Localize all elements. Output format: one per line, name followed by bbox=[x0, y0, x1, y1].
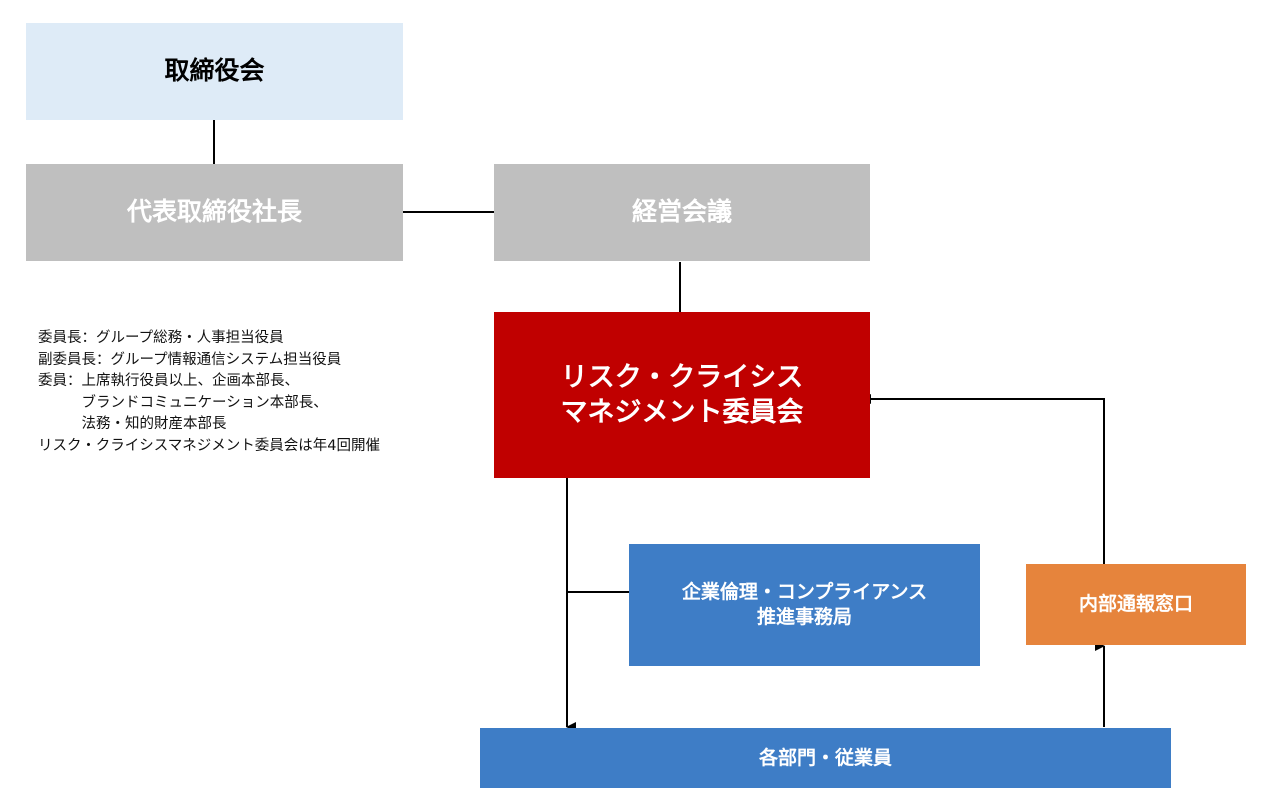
departments-box: 各部門・従業員 bbox=[480, 728, 1171, 788]
compliance-office-label-line2: 推進事務局 bbox=[756, 606, 852, 628]
risk-committee-label-line1: リスク・クライシス bbox=[560, 361, 804, 393]
president-label: 代表取締役社長 bbox=[126, 197, 302, 227]
note-line: 副委員長：グループ情報通信システム担当役員 bbox=[38, 351, 342, 368]
departments-label: 各部門・従業員 bbox=[758, 746, 892, 769]
note-line: 法務・知的財産本部長 bbox=[38, 416, 227, 432]
board-label: 取締役会 bbox=[164, 56, 265, 86]
compliance-office-label-line1: 企業倫理・コンプライアンス bbox=[681, 581, 928, 604]
risk-committee-label-line2: マネジメント委員会 bbox=[560, 397, 804, 428]
president-box: 代表取締役社長 bbox=[26, 164, 403, 261]
note-line: リスク・クライシスマネジメント委員会は年4回開催 bbox=[38, 437, 380, 454]
risk-committee-box: リスク・クライシス マネジメント委員会 bbox=[494, 312, 870, 478]
note-line: 委員：上席執行役員以上、企画本部長、 bbox=[38, 373, 299, 389]
committee-note: 委員長：グループ総務・人事担当役員 副委員長：グループ情報通信システム担当役員 … bbox=[38, 328, 380, 457]
arrow-whistleblower-committee bbox=[861, 394, 1105, 564]
management-meeting-box: 経営会議 bbox=[494, 164, 870, 261]
note-line: ブランドコミュニケーション本部長、 bbox=[38, 394, 328, 411]
note-line: 委員長：グループ総務・人事担当役員 bbox=[38, 330, 284, 346]
board-box: 取締役会 bbox=[26, 23, 403, 120]
compliance-office-box: 企業倫理・コンプライアンス 推進事務局 bbox=[629, 544, 980, 666]
management-meeting-label: 経営会議 bbox=[631, 197, 732, 227]
whistleblower-label: 内部通報窓口 bbox=[1078, 593, 1193, 616]
whistleblower-box: 内部通報窓口 bbox=[1026, 564, 1246, 645]
